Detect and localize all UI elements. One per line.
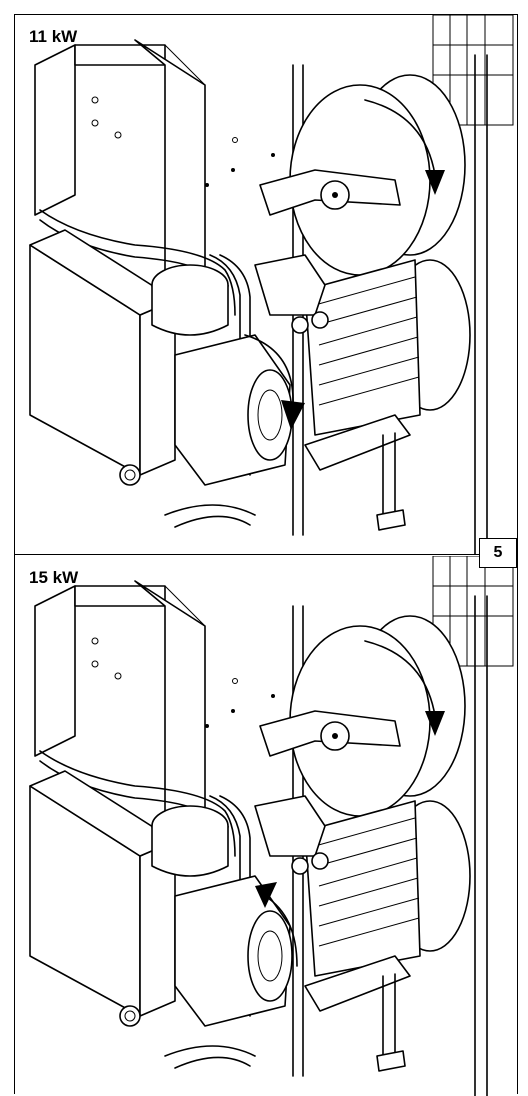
fan-rotation-arrow [364,99,445,195]
panel-title-11kw: 11 kW [29,27,78,46]
control-box [29,229,176,476]
compressor-block [119,875,293,1069]
electric-motor [254,254,471,531]
panel-divider [15,554,517,555]
panel-11kw: 11 kW [15,15,517,555]
oil-filter [151,264,229,336]
compressor-block [119,334,293,528]
oil-filter [151,805,229,877]
fan-rotation-arrow [364,640,445,736]
electric-motor [254,795,471,1072]
control-box [29,770,176,1017]
figure-number-badge: 5 [479,538,517,568]
fan-pulley [259,74,466,276]
fan-pulley [259,615,466,817]
compressor-drawing-11kw [29,15,514,555]
manual-figure-sheet: 11 kW 5 [14,14,518,1096]
panel-15kw: 15 kW [15,556,517,1096]
cabinet-housing [34,580,275,857]
cabinet-housing [34,39,275,316]
motor-rotation-arrow [244,334,305,430]
compressor-drawing-15kw [29,556,514,1096]
panel-title-15kw: 15 kW [29,568,79,587]
motor-rotation-arrow [255,882,298,967]
